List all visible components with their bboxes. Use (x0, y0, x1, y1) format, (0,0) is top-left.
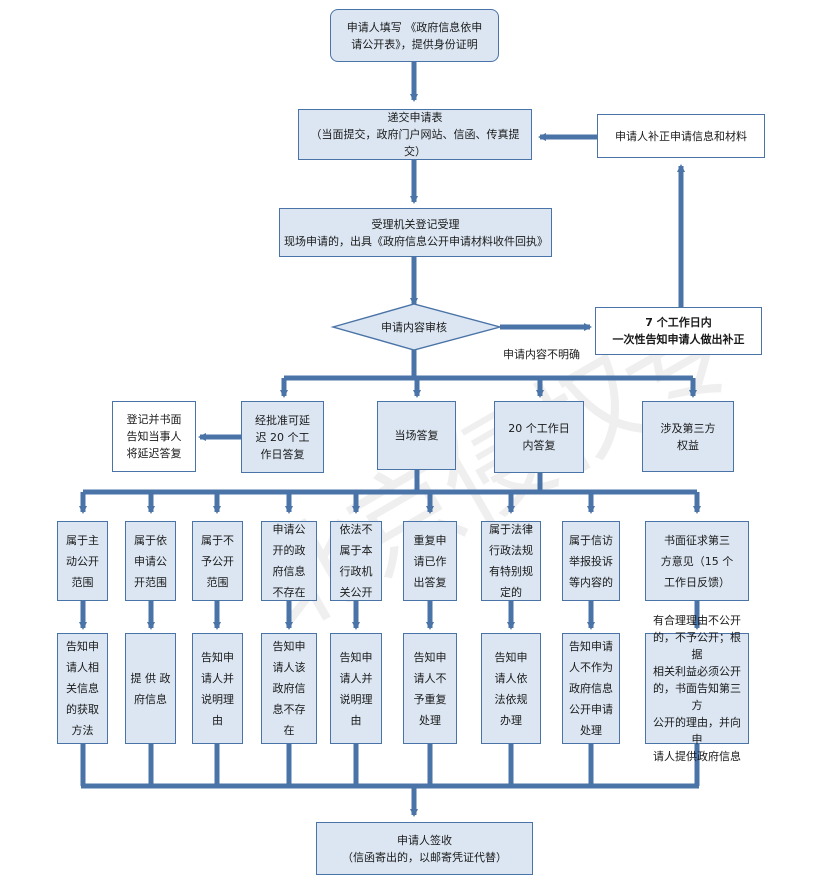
result-label: 告知申 请人该 政府信 息不存 在 (272, 640, 306, 737)
result-box: 告知申 请人依 法依规 办理 (481, 633, 541, 744)
result-label: 告知申 请人不 予重复 处理 (413, 650, 447, 727)
onsite-text: 当场答复 (394, 429, 439, 442)
delay-notice-text: 登记并书面 告知当事人 将延迟答复 (126, 413, 182, 460)
result-box: 告知申 请人相 关信息 的获取 方法 (57, 633, 108, 744)
category-label: 属于法律 行政法规 有特别规 定的 (489, 523, 533, 599)
days20-box: 20 个工作日 内答复 (494, 401, 584, 473)
result-box: 告知申 请人并 说明理 由 (192, 633, 243, 744)
review-label: 申请内容审核 (381, 321, 447, 334)
result-box: 告知申 请人并 说明理 由 (330, 633, 382, 744)
supplement-text: 申请人补正申请信息和材料 (615, 129, 747, 143)
category-box: 依法不 属于本 行政机 关公开 (330, 521, 382, 601)
review-diamond (330, 303, 503, 351)
category-box: 属于法律 行政法规 有特别规 定的 (481, 521, 541, 601)
category-label: 属于主 动公开 范围 (66, 533, 99, 589)
result-label: 告知申 请人并 说明理 由 (339, 650, 373, 727)
category-box: 重复申 请已作 出答复 (403, 521, 457, 601)
result-label: 告知申 请人并 说明理 由 (201, 650, 234, 727)
submit-text: 递交申请表 （当面提交，政府门户网站、信函、传真提交） (310, 111, 520, 158)
result-label: 有合理理由不公开 的，不予公开；根据 相关利益必须公开 的，书面告知第三方 公开… (653, 614, 741, 763)
register-box: 受理机关登记受理 现场申请的，出具《政府信息公开申请材料收件回执》 (279, 208, 552, 257)
result-box: 提 供 政 府信息 (125, 633, 176, 744)
category-box: 属于信访 举报投诉 等内容的 (562, 521, 620, 601)
register-text: 受理机关登记受理 现场申请的，出具《政府信息公开申请材料收件回执》 (284, 217, 548, 248)
category-label: 属于信访 举报投诉 等内容的 (569, 533, 613, 589)
category-label: 属于依 申请公 开范围 (134, 533, 167, 589)
category-label: 申请公 开的政 府信息 不存在 (272, 523, 306, 599)
fill-form-box: 申请人填写 《政府信息依申 请公开表》，提供身份证明 (330, 9, 499, 62)
result-label: 告知申 请人相 关信息 的获取 方法 (66, 640, 99, 737)
category-label: 依法不 属于本 行政机 关公开 (339, 523, 373, 599)
unclear-label: 申请内容不明确 (503, 348, 580, 361)
result-box: 有合理理由不公开 的，不予公开；根据 相关利益必须公开 的，书面告知第三方 公开… (645, 614, 749, 763)
result-box: 告知申请 人不作为 政府信息 公开申请 处理 (562, 633, 620, 744)
extension-box: 经批准可延 迟 20 个工 作日答复 (241, 401, 324, 473)
submit-box: 递交申请表 （当面提交，政府门户网站、信函、传真提交） (298, 109, 532, 160)
delay-notice-box: 登记并书面 告知当事人 将延迟答复 (112, 401, 196, 472)
category-box: 属于主 动公开 范围 (57, 521, 108, 601)
third-party-text: 涉及第三方 权益 (660, 421, 716, 452)
onsite-box: 当场答复 (377, 401, 456, 470)
result-label: 提 供 政 府信息 (130, 671, 171, 706)
fill-form-text: 申请人填写 《政府信息依申 请公开表》，提供身份证明 (346, 20, 483, 51)
notify-7days-box: 7 个工作日内 一次性告知申请人做出补正 (595, 307, 762, 355)
result-box: 告知申 请人不 予重复 处理 (403, 633, 457, 744)
extension-text: 经批准可延 迟 20 个工 作日答复 (255, 413, 310, 461)
sign-text: 申请人签收 （信函寄出的，以邮寄凭证代替） (342, 833, 507, 864)
category-box: 申请公 开的政 府信息 不存在 (261, 521, 317, 601)
result-label: 告知申 请人依 法依规 办理 (494, 650, 528, 727)
category-label: 属于不 予公开 范围 (201, 533, 234, 589)
days20-text: 20 个工作日 内答复 (508, 422, 570, 452)
sign-box: 申请人签收 （信函寄出的，以邮寄凭证代替） (316, 822, 533, 875)
notify-7days-text: 7 个工作日内 一次性告知申请人做出补正 (612, 316, 745, 346)
category-box: 属于不 予公开 范围 (192, 521, 243, 601)
result-label: 告知申请 人不作为 政府信息 公开申请 处理 (569, 640, 613, 737)
result-box: 告知申 请人该 政府信 息不存 在 (261, 633, 317, 744)
category-label: 重复申 请已作 出答复 (413, 533, 447, 589)
third-party-box: 涉及第三方 权益 (642, 401, 734, 472)
supplement-box: 申请人补正申请信息和材料 (597, 114, 765, 158)
category-label: 书面征求第三 方意见（15 个 工作日反馈） (660, 533, 734, 589)
category-box: 书面征求第三 方意见（15 个 工作日反馈） (645, 521, 749, 601)
category-box: 属于依 申请公 开范围 (125, 521, 176, 601)
